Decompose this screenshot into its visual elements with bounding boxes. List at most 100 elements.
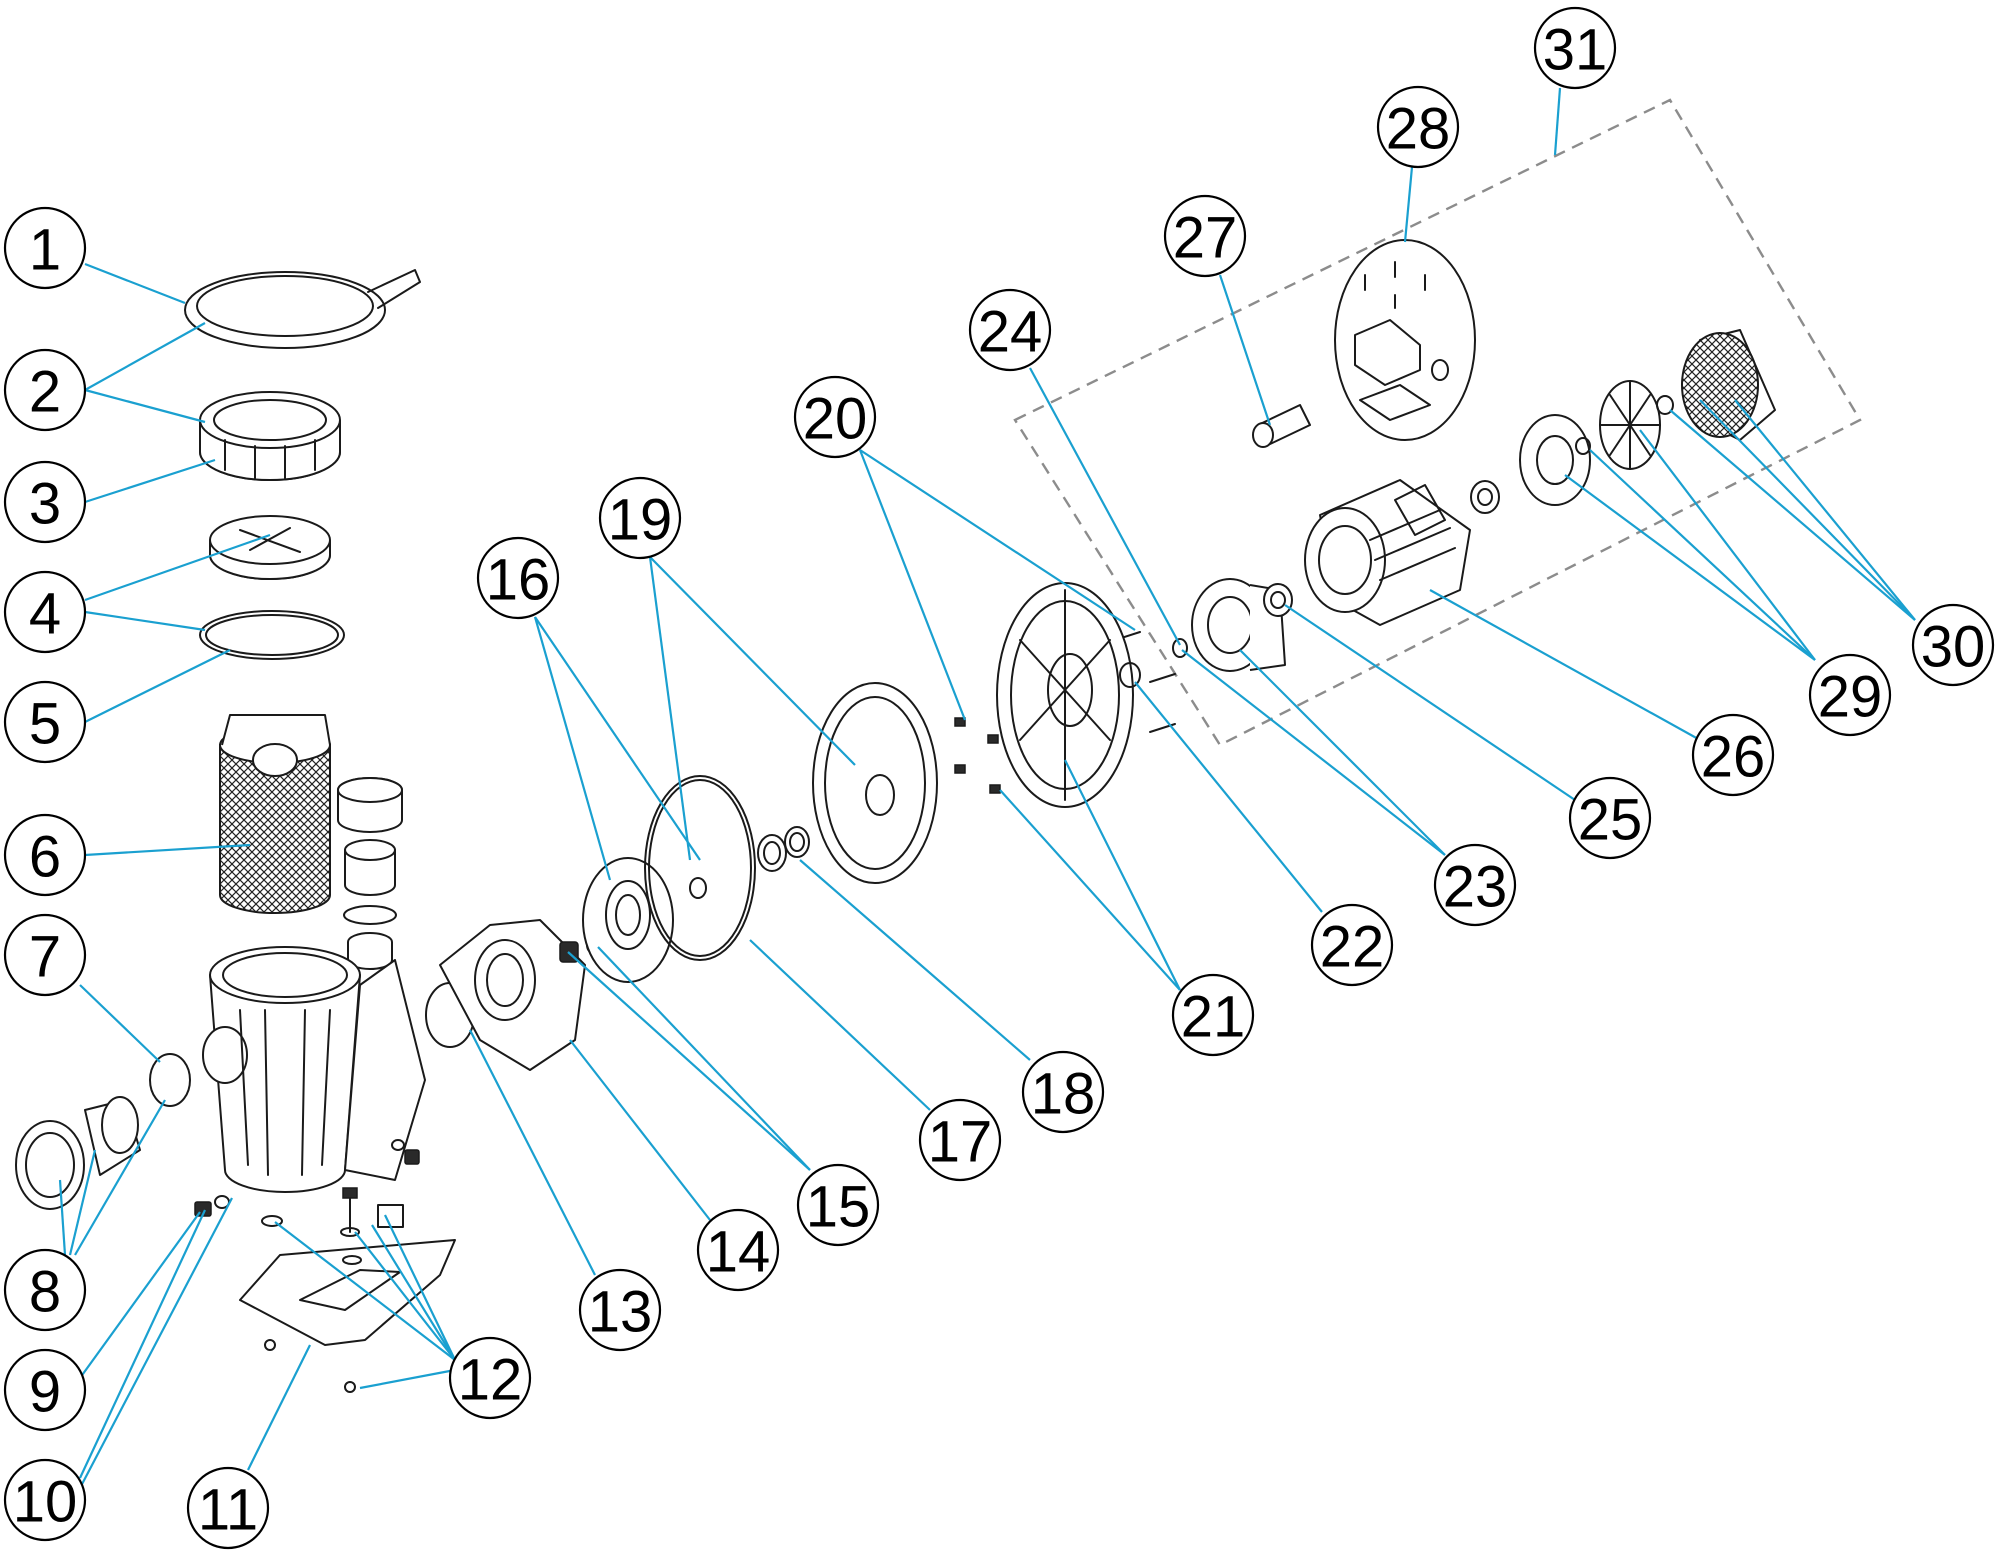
part-o-ring-lid	[199, 610, 345, 660]
callout-circle	[3, 913, 87, 997]
callout-number: 27	[1173, 206, 1238, 271]
leader-line-12	[354, 1231, 456, 1361]
leader-line-14	[569, 1039, 711, 1221]
part-locking-ring	[199, 391, 341, 481]
callout-circle	[1376, 85, 1460, 169]
leader-line-18	[799, 859, 1031, 1061]
leader-line-5	[84, 649, 231, 723]
leader-line-12	[359, 1368, 456, 1390]
part-rear-bearing	[1470, 480, 1500, 514]
callout-circle	[1171, 973, 1255, 1057]
callout-number: 19	[608, 488, 673, 553]
part-fan	[1575, 380, 1661, 470]
callout-number: 20	[803, 387, 868, 452]
callout-27: 27	[1163, 194, 1247, 278]
callout-circle	[1021, 1050, 1105, 1134]
leader-line-12	[274, 1221, 456, 1361]
callout-number: 22	[1320, 915, 1385, 980]
leader-line-9	[79, 1211, 201, 1379]
leader-line-4	[84, 533, 271, 602]
callout-circle	[3, 1248, 87, 1332]
part-union-gasket	[149, 1053, 191, 1107]
callout-7: 7	[3, 913, 87, 997]
leader-line-21	[999, 789, 1181, 991]
leader-line-6	[84, 843, 251, 857]
leader-line-28	[1403, 166, 1414, 243]
leader-line-27	[1218, 274, 1272, 426]
leader-line-8	[58, 1179, 67, 1256]
callout-circle	[3, 680, 87, 764]
callout-18: 18	[1021, 1050, 1105, 1134]
callout-circle	[696, 1208, 780, 1292]
leader-line-23	[1181, 649, 1446, 856]
callout-circle	[3, 348, 87, 432]
callout-5: 5	[3, 680, 87, 764]
callout-29: 29	[1808, 653, 1892, 737]
part-rear-shield	[1519, 414, 1591, 506]
part-seal-plate-screws	[954, 631, 1176, 794]
callout-circle	[3, 1458, 87, 1542]
callout-6: 6	[3, 813, 87, 897]
callout-circle	[793, 375, 877, 459]
callout-number: 21	[1181, 985, 1246, 1050]
callout-24: 24	[968, 288, 1052, 372]
callout-number: 26	[1701, 725, 1766, 790]
leader-line-7	[79, 984, 161, 1063]
part-union-inlet	[15, 1096, 141, 1210]
part-mechanical-seal	[757, 826, 810, 872]
callout-number: 1	[29, 218, 61, 283]
part-diffuser	[439, 919, 586, 1071]
leader-line-12	[371, 1224, 456, 1361]
leader-line-19	[649, 556, 856, 766]
leader-line-15	[567, 951, 811, 1171]
part-motor-stator	[1304, 479, 1471, 626]
callout-15: 15	[796, 1163, 880, 1247]
callout-number: 13	[588, 1280, 653, 1345]
callout-circle	[1433, 843, 1517, 927]
part-seal-plate	[812, 682, 938, 884]
callout-number: 12	[458, 1348, 523, 1413]
part-capacitor	[1252, 404, 1311, 448]
callout-31: 31	[1533, 6, 1617, 90]
callout-circle	[598, 476, 682, 560]
leader-line-29	[1589, 449, 1816, 661]
leader-line-2	[84, 388, 206, 424]
part-union-outlet	[337, 777, 403, 970]
leader-line-11	[247, 1344, 311, 1471]
callout-10: 10	[3, 1458, 87, 1542]
callout-11: 11	[186, 1466, 270, 1550]
callout-25: 25	[1568, 776, 1652, 860]
callout-number: 10	[13, 1470, 78, 1535]
callout-circle	[186, 1466, 270, 1550]
callout-number: 9	[29, 1360, 61, 1425]
leader-line-4	[84, 610, 206, 632]
callout-number: 18	[1031, 1062, 1096, 1127]
callout-circle	[578, 1268, 662, 1352]
callout-number: 7	[29, 925, 61, 990]
leader-line-29	[1564, 474, 1816, 661]
leader-line-13	[469, 1029, 596, 1276]
callout-circle	[1911, 603, 1995, 687]
callout-9: 9	[3, 1348, 87, 1432]
callout-circle	[3, 570, 87, 654]
callout-number: 11	[198, 1478, 258, 1543]
leader-line-16	[533, 616, 612, 881]
leader-line-19	[648, 556, 692, 861]
part-fan-cover	[1656, 329, 1776, 441]
part-front-bearing	[1263, 583, 1293, 617]
leader-line-20	[859, 449, 1136, 631]
leader-line-26	[1429, 589, 1701, 741]
leader-line-20	[858, 449, 967, 721]
callout-23: 23	[1433, 843, 1517, 927]
callout-number: 3	[29, 472, 61, 537]
part-terminal-box	[1334, 239, 1476, 441]
callout-number: 5	[29, 692, 61, 757]
leader-line-22	[1134, 681, 1323, 913]
motor-assembly-boundary	[1013, 98, 1862, 747]
leader-line-17	[749, 939, 931, 1111]
callout-circle	[918, 1098, 1002, 1182]
callout-30: 30	[1911, 603, 1995, 687]
callout-number: 24	[978, 300, 1043, 365]
leader-line-8	[68, 1149, 97, 1256]
